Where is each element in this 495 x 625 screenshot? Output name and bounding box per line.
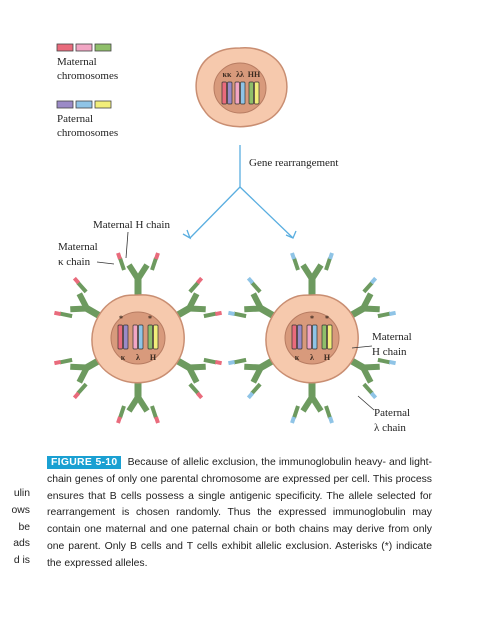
- top-chromosomes: [221, 81, 260, 105]
- left-cell: κ λ H * * Maternal H chain Maternal κ ch…: [53, 219, 223, 424]
- left-callout-k-1: Maternal: [58, 241, 98, 253]
- fragment-line-1: ows: [11, 504, 30, 516]
- maternal-swatch-1: [75, 43, 93, 52]
- fragment-line-4: d is: [13, 555, 30, 567]
- left-chromosome-0-maternal: [117, 324, 123, 350]
- maternal-swatches: [56, 43, 112, 52]
- right-chromosome-1-maternal: [306, 324, 312, 350]
- gene-rearrangement-arrow: Gene rearrangement: [182, 145, 338, 240]
- top-chromosome-2-maternal: [248, 81, 254, 105]
- left-label-l: λ: [136, 353, 140, 362]
- left-chromosome-1-paternal: [138, 324, 144, 350]
- figure-tag: FIGURE 5-10: [47, 456, 122, 469]
- maternal-label-2: chromosomes: [57, 70, 118, 82]
- right-asterisk-1: *: [310, 314, 314, 323]
- fragment-line-2: be: [18, 521, 30, 533]
- caption-text: Because of allelic exclusion, the immuno…: [47, 457, 432, 569]
- paternal-label-1: Paternal: [57, 113, 93, 125]
- right-callout-l-2: λ chain: [374, 422, 406, 434]
- top-chromosome-2-paternal: [254, 81, 260, 105]
- left-asterisk-1: *: [119, 314, 123, 323]
- paternal-swatch-1: [75, 100, 93, 109]
- allelic-exclusion-diagram: Maternal chromosomes Paternal chromosome…: [53, 43, 412, 434]
- top-chromosome-1-paternal: [240, 81, 246, 105]
- right-label-l: λ: [310, 353, 314, 362]
- arrow-label: Gene rearrangement: [249, 157, 338, 169]
- right-antibodies: [227, 252, 397, 424]
- right-chromosome-0-maternal: [291, 324, 297, 350]
- left-antibody-0: [116, 252, 160, 296]
- top-chromosome-1-maternal: [234, 81, 240, 105]
- right-chromosome-2-paternal: [327, 324, 333, 350]
- maternal-swatch-2: [94, 43, 112, 52]
- left-chromosome-0-paternal: [123, 324, 129, 350]
- right-label-k: κ: [295, 353, 300, 362]
- left-antibody-3: [116, 380, 160, 424]
- right-callout-h-1: Maternal: [372, 331, 412, 343]
- right-chromosomes: [291, 324, 333, 350]
- top-label-h: HH: [248, 70, 261, 79]
- paternal-swatch-0: [56, 100, 74, 109]
- top-label-k: κκ: [223, 70, 232, 79]
- top-chromosome-0-paternal: [227, 81, 233, 105]
- right-asterisk-2: *: [325, 314, 329, 323]
- left-chromosomes: [117, 324, 159, 350]
- adjacent-column-fragment: ulin ows be ads d is: [0, 486, 30, 570]
- right-antibody-3: [290, 380, 334, 424]
- left-chromosome-2-maternal: [147, 324, 153, 350]
- figure-caption: FIGURE 5-10 Because of allelic exclusion…: [47, 455, 432, 573]
- left-callout-k-2: κ chain: [58, 256, 91, 268]
- maternal-label-1: Maternal: [57, 56, 97, 68]
- right-chromosome-0-paternal: [297, 324, 303, 350]
- paternal-swatch-2: [94, 100, 112, 109]
- top-chromosome-0-maternal: [221, 81, 227, 105]
- left-callout-h: Maternal H chain: [93, 219, 170, 231]
- fragment-line-0: ulin: [13, 488, 30, 499]
- maternal-swatch-0: [56, 43, 74, 52]
- left-asterisk-2: *: [148, 314, 152, 323]
- right-label-h: H: [324, 353, 331, 362]
- left-label-k: κ: [121, 353, 126, 362]
- top-label-l: λλ: [236, 70, 244, 79]
- right-chromosome-1-paternal: [312, 324, 318, 350]
- right-antibody-1: [346, 276, 397, 321]
- paternal-swatches: [56, 100, 112, 109]
- right-callout-h-2: H chain: [372, 346, 407, 358]
- right-chromosome-2-maternal: [321, 324, 327, 350]
- fragment-line-3: ads: [13, 538, 30, 550]
- left-chromosome-1-maternal: [132, 324, 138, 350]
- right-antibody-0: [290, 252, 334, 296]
- paternal-label-2: chromosomes: [57, 127, 118, 139]
- top-cell: κκ λλ HH: [195, 47, 288, 128]
- left-label-h: H: [150, 353, 157, 362]
- legend: Maternal chromosomes Paternal chromosome…: [56, 43, 118, 139]
- right-callout-l-1: Paternal: [374, 407, 410, 419]
- right-cell: κ λ H * * Maternal H chain Paternal λ ch…: [227, 252, 412, 434]
- left-chromosome-2-paternal: [153, 324, 159, 350]
